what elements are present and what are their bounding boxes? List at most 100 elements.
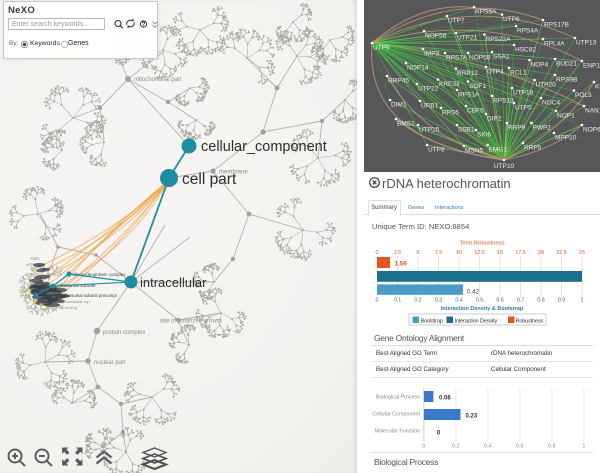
svg-text:0.9: 0.9 [558,297,565,303]
svg-text:0.3: 0.3 [435,297,442,303]
svg-text:DIP2: DIP2 [487,116,502,123]
svg-text:RRP12: RRP12 [457,70,478,77]
svg-text:RPS22A: RPS22A [486,36,512,43]
svg-text:NOP58: NOP58 [469,55,491,62]
svg-text:NOP4: NOP4 [531,62,549,69]
svg-text:0.7: 0.7 [517,297,524,303]
svg-text:TSR1: TSR1 [30,257,40,261]
svg-text:UTP SSU: UTP SSU [26,263,43,267]
svg-text:UTP10: UTP10 [494,163,515,170]
svg-text:22.5: 22.5 [556,250,566,256]
svg-text:UTP18: UTP18 [513,90,534,97]
svg-text:SKI6: SKI6 [477,132,491,139]
svg-text:7.5: 7.5 [435,250,442,256]
svg-text:snoRNA binding: snoRNA binding [50,306,77,310]
svg-text:1.59: 1.59 [395,261,408,268]
svg-text:10: 10 [456,250,462,256]
svg-text:NOC4: NOC4 [542,100,560,107]
svg-text:12.5: 12.5 [474,250,484,256]
svg-text:NOP56: NOP56 [425,33,447,40]
svg-text:nuclear part: nuclear part [94,360,126,366]
svg-text:5: 5 [417,250,420,256]
svg-text:Robustness: Robustness [516,319,544,325]
svg-text:RPS1A: RPS1A [458,92,480,99]
svg-text:UTP13: UTP13 [576,40,597,47]
svg-text:RRP9: RRP9 [508,125,526,132]
svg-text:0.1: 0.1 [394,297,401,303]
svg-text:NOP14: NOP14 [407,65,429,72]
svg-text:UTP20: UTP20 [536,82,557,89]
svg-text:UTP21: UTP21 [457,35,478,42]
svg-text:ribosomal subunit precursor: ribosomal subunit precursor [64,293,118,298]
svg-text:RPS17B: RPS17B [544,22,569,29]
svg-text:0.23: 0.23 [466,414,478,420]
svg-text:NAN1: NAN1 [585,108,600,115]
svg-text:ribonucleoprotein complex: ribonucleoprotein complex [73,272,126,277]
svg-text:membrane: membrane [219,170,248,176]
svg-text:1: 1 [582,444,585,450]
svg-text:RPS8A: RPS8A [475,9,497,16]
svg-text:DIM1: DIM1 [391,102,407,109]
svg-text:MSN5: MSN5 [465,148,483,155]
svg-text:UTP4: UTP4 [487,69,504,76]
svg-text:cell part: cell part [182,171,237,188]
svg-text:0.8: 0.8 [537,297,544,303]
svg-text:RPS7A: RPS7A [446,55,468,62]
svg-text:0.42: 0.42 [467,288,480,295]
svg-text:POL5: POL5 [575,92,592,99]
svg-text:UTP7: UTP7 [448,18,465,25]
svg-text:UTP6: UTP6 [503,16,520,23]
svg-text:RPS13: RPS13 [493,98,514,105]
svg-text:0: 0 [422,444,425,450]
svg-text:17.5: 17.5 [515,250,525,256]
svg-text:MPP10: MPP10 [555,135,577,142]
svg-text:Interaction Density & Bootstra: Interaction Density & Bootstrap [441,306,524,312]
svg-text:RRP5: RRP5 [524,145,542,152]
svg-text:0: 0 [437,431,441,437]
svg-text:UTP15: UTP15 [419,127,440,134]
svg-text:0.4: 0.4 [484,444,492,450]
svg-text:PWP2: PWP2 [533,125,552,132]
svg-text:0.6: 0.6 [516,444,524,450]
svg-text:0.5: 0.5 [476,297,483,303]
svg-text:0.2: 0.2 [414,297,421,303]
svg-text:ribosomal subunit: ribosomal subunit [58,283,96,289]
svg-text:0.8: 0.8 [548,444,556,450]
svg-text:Molecular Function: Molecular Function [374,429,420,435]
svg-text:Biological Process: Biological Process [376,395,420,401]
svg-text:mitochondrial part: mitochondrial part [134,77,182,83]
svg-text:NOP6: NOP6 [583,127,600,134]
svg-text:0.06: 0.06 [439,396,451,402]
svg-text:SSB1: SSB1 [458,127,475,134]
svg-text:IMP3: IMP3 [424,51,440,58]
svg-text:protein complex: protein complex [103,330,145,336]
svg-text:EMG1: EMG1 [489,147,508,154]
svg-text:0: 0 [376,297,379,303]
svg-text:RCL1: RCL1 [510,70,527,77]
svg-text:NOP1: NOP1 [557,113,575,120]
svg-text:Cellular Component: Cellular Component [372,412,420,418]
svg-text:1: 1 [581,297,584,303]
svg-text:RRP45: RRP45 [388,78,409,85]
svg-text:0.6: 0.6 [496,297,503,303]
svg-text:small nucleolar rnp: small nucleolar rnp [56,299,90,304]
svg-text:ENP1: ENP1 [583,63,600,70]
svg-text:KRI1: KRI1 [595,84,600,91]
svg-text:2.5: 2.5 [394,250,401,256]
svg-text:URB1: URB1 [421,103,439,110]
svg-text:CBF5: CBF5 [467,108,484,115]
svg-text:15: 15 [497,250,503,256]
svg-text:20: 20 [538,250,544,256]
svg-text:HSC82: HSC82 [515,47,536,54]
svg-text:RPS9B: RPS9B [556,77,577,84]
svg-text:intracellular: intracellular [140,275,207,290]
svg-text:RPL4A: RPL4A [544,41,565,48]
svg-text:Term Robustness: Term Robustness [459,241,504,247]
svg-text:SOF1: SOF1 [469,83,486,90]
svg-text:UTP22: UTP22 [418,86,439,93]
svg-text:BMS1: BMS1 [397,121,415,128]
svg-text:RPS1A: RPS1A [47,272,62,277]
svg-text:UTP5: UTP5 [515,105,532,112]
svg-text:cellular_component: cellular_component [201,139,327,155]
svg-text:UTP9: UTP9 [373,45,390,52]
